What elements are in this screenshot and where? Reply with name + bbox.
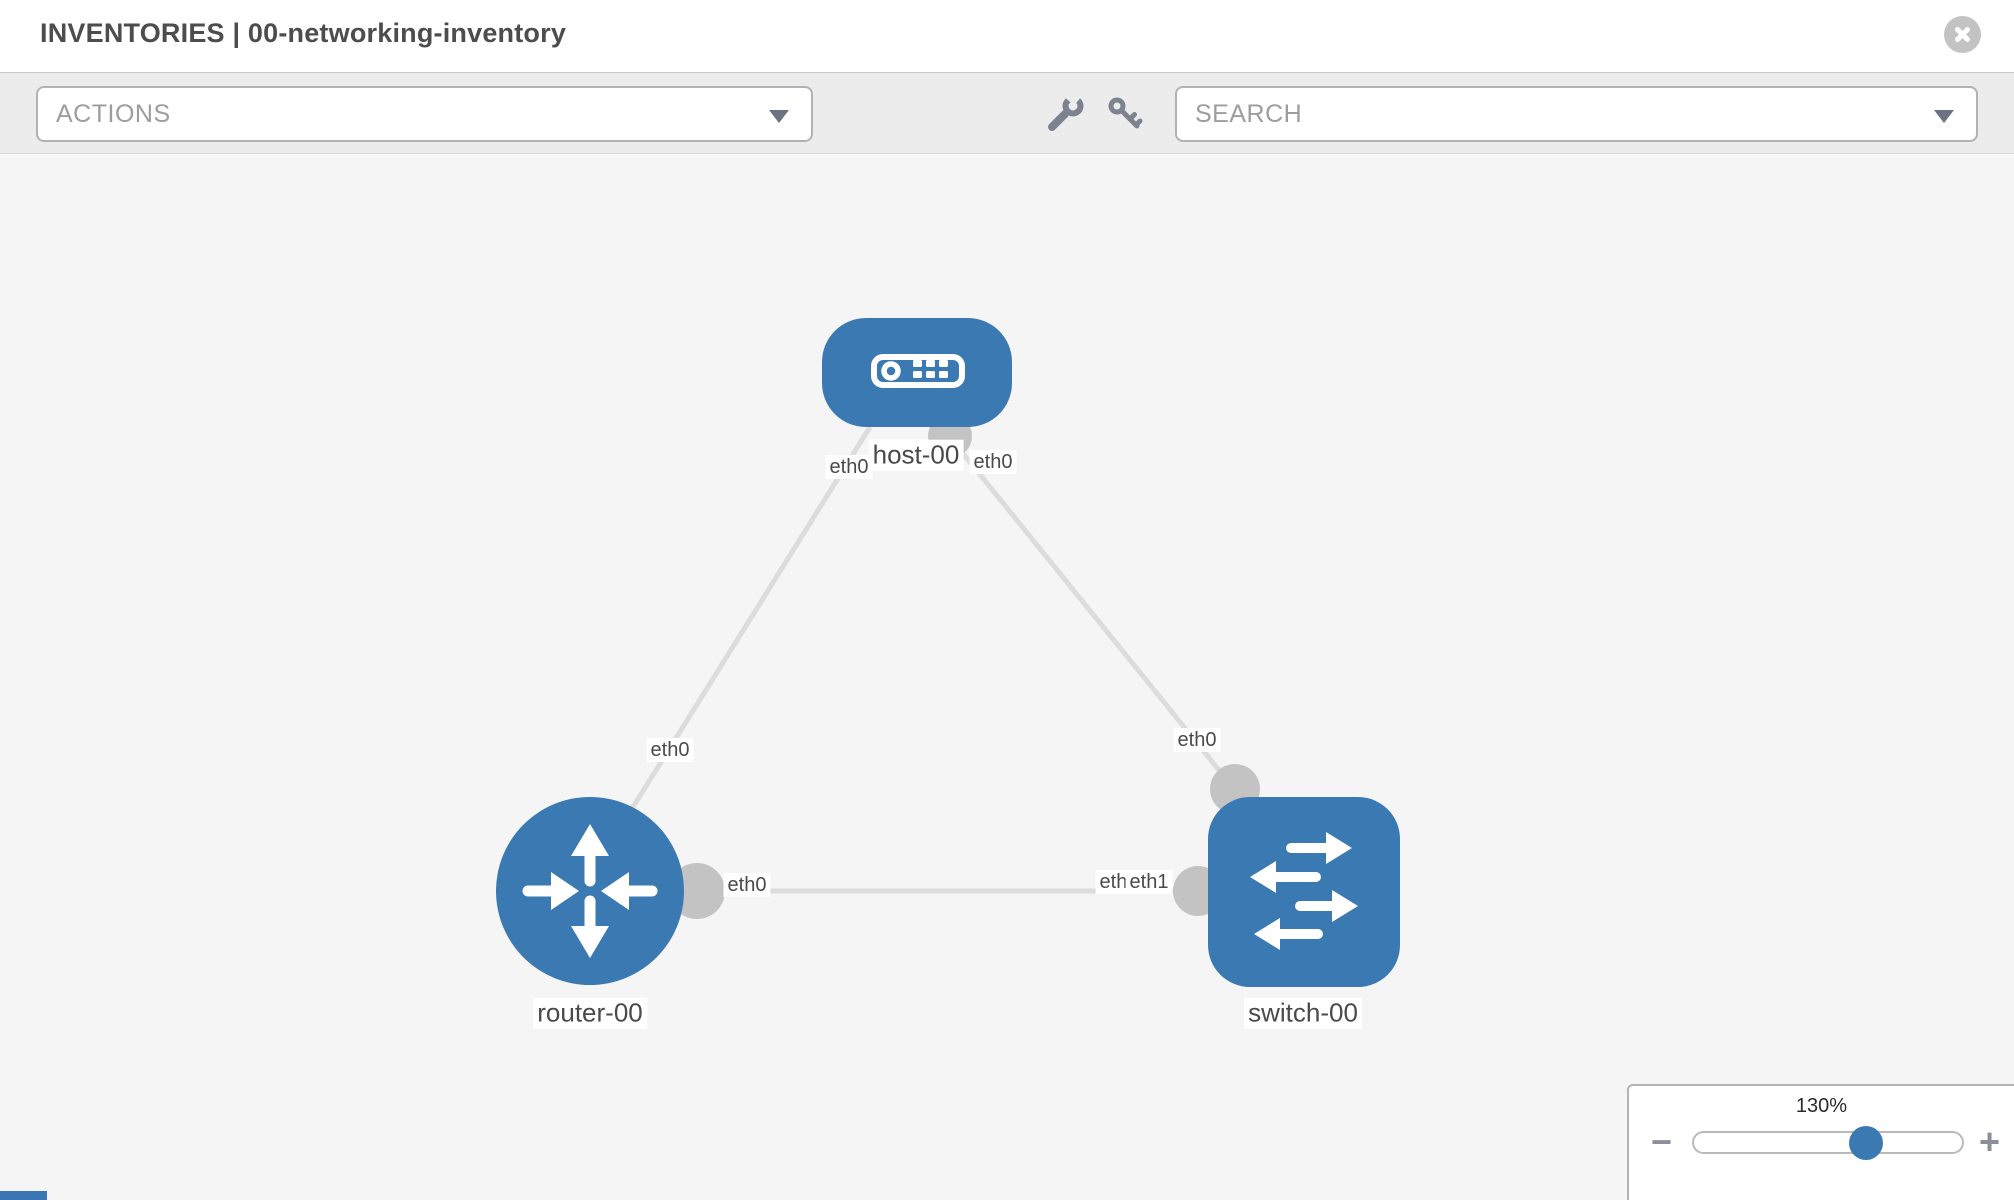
node-label-host: host-00 [868, 439, 964, 471]
page-title: INVENTORIES | 00-networking-inventory [40, 18, 567, 48]
actions-dropdown-label: ACTIONS [56, 99, 171, 128]
key-button[interactable] [1106, 95, 1146, 135]
actions-dropdown[interactable]: ACTIONS [36, 86, 813, 142]
search-dropdown-label: SEARCH [1195, 99, 1303, 128]
zoom-panel: 130% − + [1627, 1084, 2014, 1200]
interface-label-host-router-mid: eth0 [646, 738, 694, 762]
host-icon [871, 354, 965, 388]
toolbar: ACTIONS SEARCH [0, 72, 2014, 154]
zoom-in-button[interactable]: + [1978, 1121, 2000, 1162]
interface-label-host-left: eth0 [825, 455, 873, 479]
topology-canvas[interactable]: eth0 host-00 eth0 eth0 eth0 eth0 eth0 et… [0, 155, 2014, 1200]
node-host[interactable] [822, 318, 1012, 427]
connectors-layer [669, 414, 1260, 919]
switch-icon [1250, 832, 1358, 950]
connector-router-right [669, 863, 725, 919]
router-icon [522, 824, 658, 958]
interface-label-router-right: eth0 [723, 873, 771, 897]
chevron-down-icon [769, 110, 789, 123]
wrench-icon [1048, 89, 1084, 131]
footer-strip [0, 1191, 47, 1200]
search-dropdown[interactable]: SEARCH [1175, 86, 1978, 142]
node-label-router: router-00 [533, 997, 647, 1029]
zoom-slider[interactable] [1692, 1126, 1964, 1160]
links-layer [625, 425, 1237, 894]
interface-label-host-switch-mid: eth0 [1173, 728, 1221, 752]
chevron-down-icon [1934, 110, 1954, 123]
node-label-switch: switch-00 [1244, 997, 1362, 1029]
zoom-out-button[interactable]: − [1651, 1121, 1673, 1162]
zoom-percent-label: 130% [1795, 1095, 1848, 1117]
close-button[interactable] [1944, 16, 1981, 53]
key-icon [1108, 97, 1143, 129]
interface-label-switch-left-eth1: eth1 [1125, 870, 1173, 894]
header: INVENTORIES | 00-networking-inventory [0, 0, 2014, 72]
zoom-slider-thumb[interactable] [1849, 1126, 1883, 1160]
interface-label-host-right: eth0 [969, 450, 1017, 474]
configure-button[interactable] [1045, 89, 1085, 135]
node-router[interactable] [496, 797, 684, 985]
topology-svg [496, 318, 1400, 987]
node-switch[interactable] [1208, 797, 1400, 987]
